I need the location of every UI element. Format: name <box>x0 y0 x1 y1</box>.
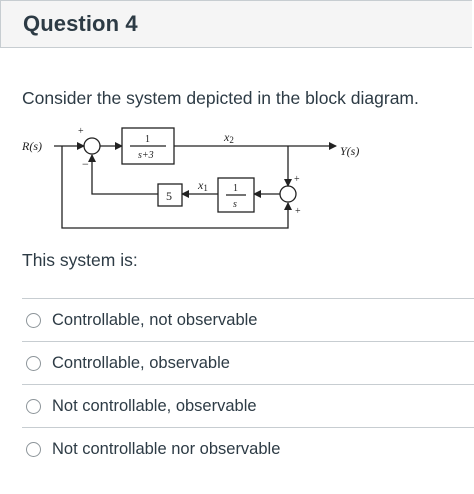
block-2-numerator: 1 <box>233 183 238 194</box>
radio-button[interactable] <box>26 441 41 457</box>
block-1-denominator: s+3 <box>138 150 154 161</box>
sum1-top-sign: + <box>78 126 84 137</box>
answer-label: Not controllable nor observable <box>52 439 281 458</box>
gain-label: 5 <box>166 189 172 203</box>
block-diagram: R(s) Y(s) 1 s+3 1 s 5 x2 x1 + − + + <box>21 126 359 229</box>
sum2-bottom-sign: + <box>295 206 301 217</box>
answer-label: Controllable, not observable <box>52 310 258 329</box>
sum1-left-sign: − <box>82 157 89 171</box>
answer-label: Controllable, observable <box>52 353 230 372</box>
state-x2-label: x2 <box>223 130 234 145</box>
summing-junction-2 <box>279 185 297 203</box>
summing-junction-1 <box>83 137 101 155</box>
answer-label: Not controllable, observable <box>52 396 257 415</box>
radio-button[interactable] <box>26 398 41 414</box>
question-title: Question 4 <box>23 11 138 36</box>
answer-option[interactable]: Controllable, observable <box>22 341 474 384</box>
question-prompt: Consider the system depicted in the bloc… <box>22 88 419 108</box>
feedforward-loop <box>61 146 292 229</box>
question-subprompt: This system is: <box>22 250 138 270</box>
gain-block-5 <box>157 183 183 207</box>
answer-option[interactable]: Not controllable, observable <box>22 384 474 427</box>
block-1-numerator: 1 <box>145 134 150 145</box>
answer-list: Controllable, not observable Controllabl… <box>22 298 474 470</box>
state-x1-label: x1 <box>197 178 208 193</box>
radio-button[interactable] <box>26 355 41 371</box>
block-2-denominator: s <box>233 199 237 210</box>
sum2-top-sign: + <box>294 174 300 185</box>
input-label: R(s) <box>21 139 42 153</box>
output-label: Y(s) <box>340 144 359 158</box>
radio-button[interactable] <box>26 312 41 328</box>
answer-option[interactable]: Controllable, not observable <box>22 298 474 341</box>
question-header: Question 4 <box>0 0 472 48</box>
answer-option[interactable]: Not controllable nor observable <box>22 427 474 470</box>
